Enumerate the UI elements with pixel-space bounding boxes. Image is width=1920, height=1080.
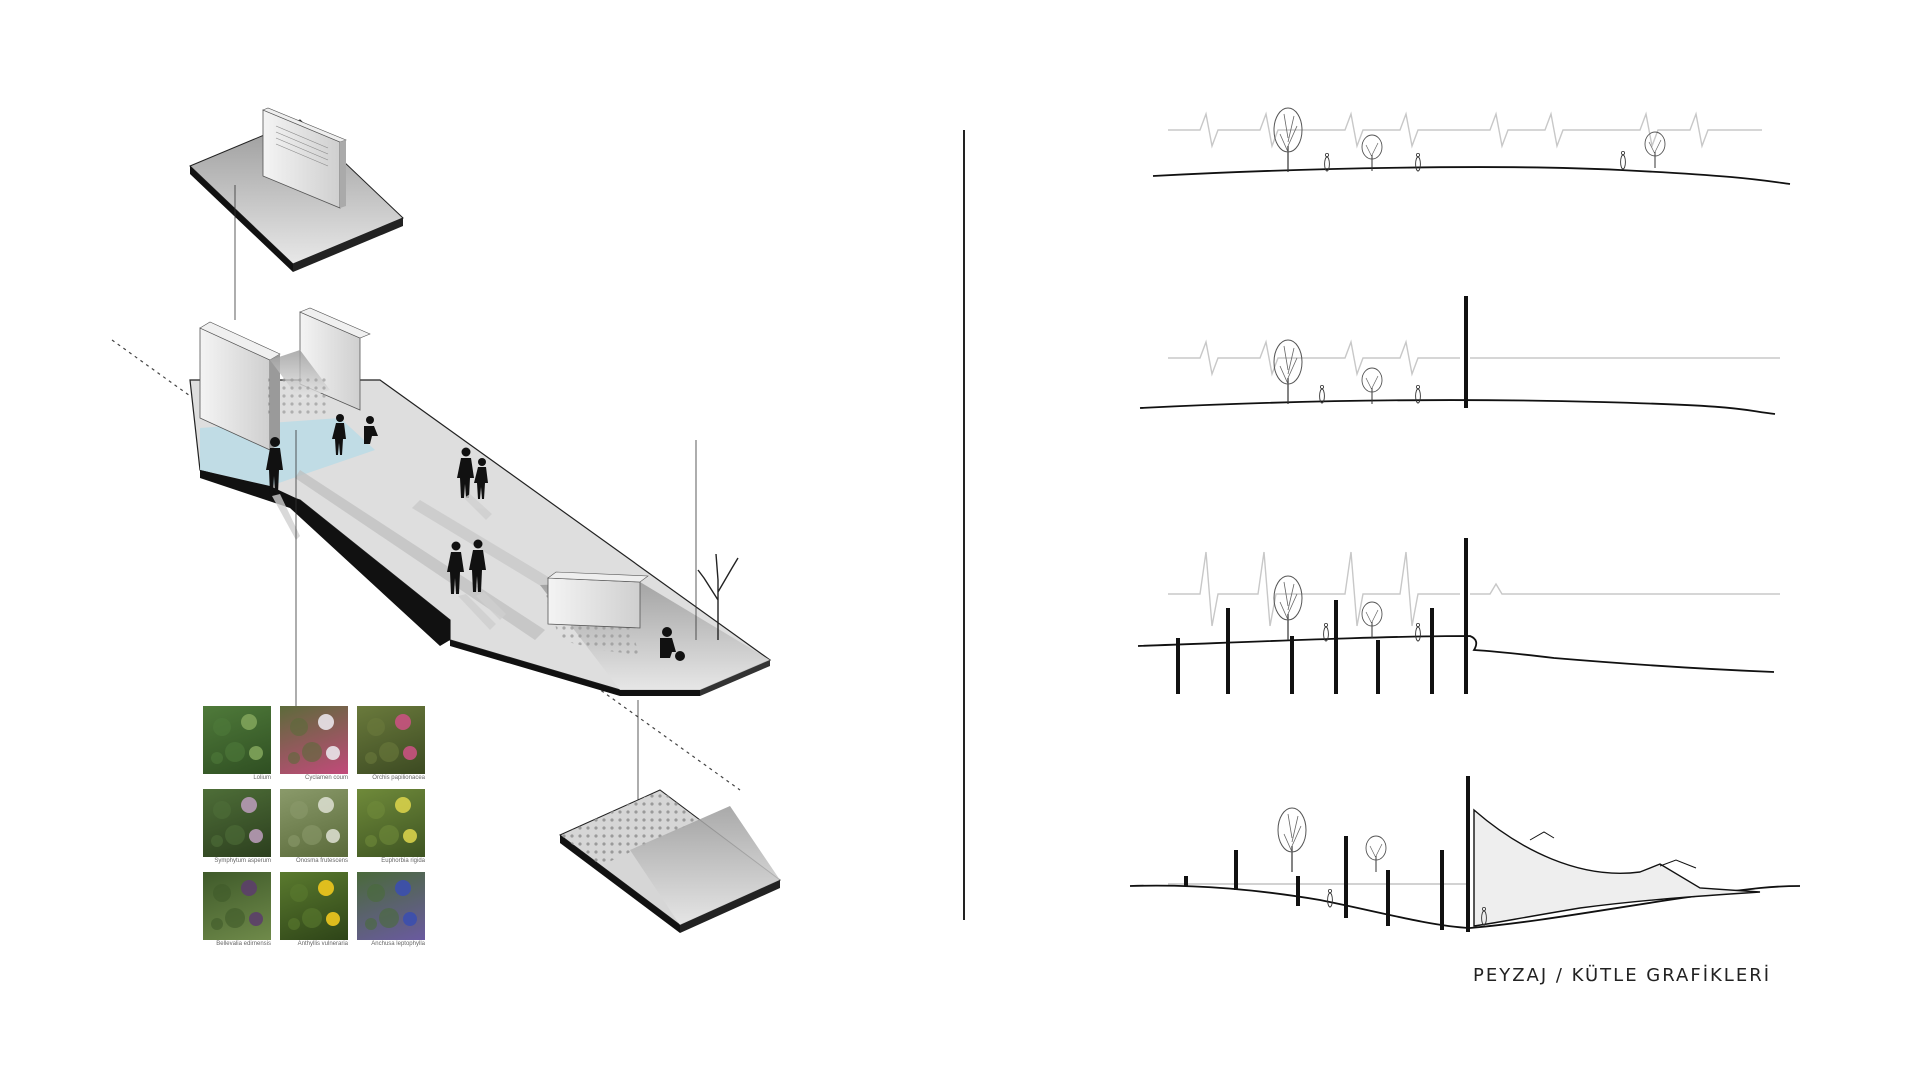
tall-column xyxy=(1464,296,1468,408)
memorial-wall-slab xyxy=(189,107,404,272)
flower-blob xyxy=(379,742,399,762)
plant-card: Anthyllis vulneraria xyxy=(280,872,348,949)
flower-blob xyxy=(249,829,263,843)
paving-slab xyxy=(559,789,781,933)
flower-blob xyxy=(249,746,263,760)
people-silhouettes xyxy=(266,414,685,661)
plant-card: Lolium xyxy=(203,706,271,783)
flower-blob xyxy=(302,908,322,928)
flower-blob xyxy=(211,835,223,847)
section-3 xyxy=(1137,538,1780,694)
plant-card: Anchusa leptophylla xyxy=(357,872,425,949)
flower-blob xyxy=(290,801,308,819)
flower-blob xyxy=(326,746,340,760)
plant-card: Orchis papilionacea xyxy=(357,706,425,783)
flower-blob xyxy=(403,829,417,843)
flower-blob xyxy=(302,825,322,845)
flower-blob xyxy=(288,752,300,764)
low-wall xyxy=(547,571,649,629)
plant-photo xyxy=(357,789,425,857)
flower-blob xyxy=(403,912,417,926)
flower-blob xyxy=(395,797,411,813)
flower-blob xyxy=(365,752,377,764)
plant-card: Onosma frutescens xyxy=(280,789,348,866)
flower-blob xyxy=(225,742,245,762)
flower-blob xyxy=(367,801,385,819)
plant-caption: Onosma frutescens xyxy=(295,858,348,864)
flower-blob xyxy=(213,884,231,902)
mound-shape xyxy=(1473,808,1761,927)
plant-photo xyxy=(280,706,348,774)
flower-blob xyxy=(379,825,399,845)
flower-blob xyxy=(249,912,263,926)
flower-blob xyxy=(379,908,399,928)
plant-caption: Euphorbia rigida xyxy=(381,858,425,864)
ground-line xyxy=(1129,884,1801,929)
plant-caption: Symphytum asperum xyxy=(214,858,271,864)
flower-blob xyxy=(403,746,417,760)
plant-caption: Orchis papilionacea xyxy=(372,775,425,781)
flower-blob xyxy=(213,801,231,819)
plant-photo xyxy=(280,872,348,940)
flower-blob xyxy=(367,718,385,736)
plant-photo xyxy=(203,706,271,774)
plant-caption: Cyclamen coum xyxy=(304,775,348,781)
plant-card: Cyclamen coum xyxy=(280,706,348,783)
flower-blob xyxy=(290,884,308,902)
flower-blob xyxy=(211,752,223,764)
flower-blob xyxy=(395,880,411,896)
flower-blob xyxy=(241,880,257,896)
flower-blob xyxy=(241,797,257,813)
flower-blob xyxy=(318,797,334,813)
flower-blob xyxy=(241,714,257,730)
flower-blob xyxy=(365,835,377,847)
center-divider xyxy=(963,130,965,920)
flower-blob xyxy=(225,825,245,845)
ground-line xyxy=(1137,635,1775,673)
section-4 xyxy=(1129,776,1801,932)
plant-caption: Bellevalia edirnensis xyxy=(216,941,271,947)
flower-blob xyxy=(288,918,300,930)
people-shadows xyxy=(272,494,506,630)
section-1 xyxy=(1152,107,1791,185)
plant-photo xyxy=(203,789,271,857)
flower-blob xyxy=(211,918,223,930)
pulse-line xyxy=(1168,111,1762,149)
plant-photo xyxy=(357,872,425,940)
flower-blob xyxy=(318,714,334,730)
ground-line xyxy=(1139,399,1776,415)
plant-card: Bellevalia edirnensis xyxy=(203,872,271,949)
footer-title: PEYZAJ / KÜTLE GRAFİKLERİ xyxy=(1473,965,1772,986)
flower-blob xyxy=(288,835,300,847)
plant-card: Symphytum asperum xyxy=(203,789,271,866)
bare-tree xyxy=(697,553,739,640)
flower-blob xyxy=(326,829,340,843)
plant-caption: Lolium xyxy=(253,775,271,781)
section-2 xyxy=(1139,296,1780,415)
plant-photo xyxy=(203,872,271,940)
flower-blob xyxy=(326,912,340,926)
pulse-line xyxy=(1168,551,1780,627)
flower-blob xyxy=(302,742,322,762)
plant-photo xyxy=(280,789,348,857)
axonometric-drawing xyxy=(111,107,781,933)
flower-blob xyxy=(318,880,334,896)
flower-blob xyxy=(365,918,377,930)
flower-blob xyxy=(367,884,385,902)
plant-caption: Anchusa leptophylla xyxy=(371,941,425,947)
flower-blob xyxy=(225,908,245,928)
plant-caption: Anthyllis vulneraria xyxy=(297,941,348,947)
flower-blob xyxy=(290,718,308,736)
column-row xyxy=(1176,538,1468,694)
column-row xyxy=(1184,776,1470,932)
flower-blob xyxy=(395,714,411,730)
pulse-line xyxy=(1168,339,1780,377)
plant-palette: Lolium Cyclamen coum Orchis papilionacea… xyxy=(203,706,425,949)
plant-card: Euphorbia rigida xyxy=(357,789,425,866)
entrance-walls xyxy=(199,307,371,451)
flower-blob xyxy=(213,718,231,736)
ground-line xyxy=(1152,166,1791,185)
plant-photo xyxy=(357,706,425,774)
